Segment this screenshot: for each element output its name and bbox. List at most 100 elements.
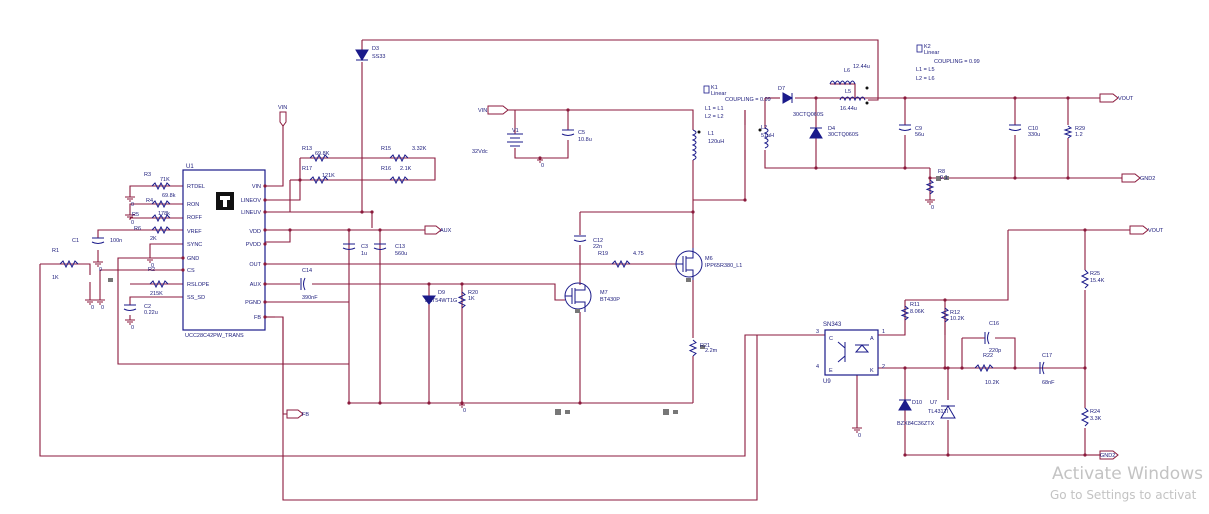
ref-r2: R2 [148, 267, 155, 273]
u1-pin-cs: CS [187, 268, 195, 274]
ref-r25: R25 [1090, 271, 1100, 277]
u1-pin-fb: FB [254, 315, 261, 321]
ground-icon: 0 [93, 261, 103, 273]
resistor-r20 [457, 291, 467, 309]
u9-pin1: 1 [882, 329, 885, 335]
net-vout-1: VOUT [1118, 96, 1134, 102]
ref-c12: C12 [593, 238, 603, 244]
junction-dot [946, 453, 950, 457]
u9-pin4: 4 [816, 364, 819, 370]
value-c1: 100n [110, 238, 122, 244]
ref-c17: C17 [1042, 353, 1052, 359]
u1-pin-rtdel: RTDEL [187, 184, 205, 190]
ground-label: 0 [463, 408, 466, 414]
ground-icon: 0 [125, 196, 135, 208]
resistor-r11 [900, 305, 910, 321]
wires [39, 39, 1140, 501]
junction-dot [378, 401, 382, 405]
value-d9: BAT54WT1G [425, 298, 457, 304]
value-c10: 330u [1028, 132, 1040, 138]
ref-r20: R20 [468, 290, 478, 296]
value-m6: IPP65R380_L1 [705, 263, 742, 269]
ref-r4: R4 [146, 198, 153, 204]
resistor-r3 [151, 181, 171, 191]
u1-pin-lineuv: LINEUV [241, 210, 261, 216]
junction-dot [360, 210, 364, 214]
value-r13: 69.8K [315, 151, 330, 157]
junction-dot [427, 282, 431, 286]
value-m7: BT430P [600, 297, 620, 303]
port-vin-top [279, 111, 287, 127]
value-r1: 1K [52, 275, 59, 281]
resistor-r13 [309, 153, 329, 163]
junction-dot [743, 198, 747, 202]
u1-pin-pgnd: PGND [245, 300, 261, 306]
junction-dot [263, 315, 267, 319]
u1-ref: U1 [186, 164, 194, 170]
ref-r16: R16 [381, 166, 391, 172]
value-r2: 215K [150, 291, 163, 297]
ground-icon: 0 [145, 257, 155, 269]
net-gnd2-1: GND2 [1140, 176, 1155, 182]
resistor-r15 [389, 153, 409, 163]
u9-led-icon [854, 344, 870, 353]
resistor-r2 [149, 279, 169, 289]
port-vin-src [487, 105, 509, 115]
resistor-r17 [309, 175, 329, 185]
value-d4: 30CTQ060S [828, 132, 859, 138]
junction-dot [263, 242, 267, 246]
u9-k: K [870, 368, 874, 374]
value-c12: 22n [593, 244, 602, 250]
value-r16: 2.1K [400, 166, 412, 172]
l2-k1: L2 = L2 [705, 114, 724, 120]
value-r5: 178k [158, 211, 170, 217]
ic-u9[interactable]: SN343 U9 3 4 1 2 C E A K [816, 322, 885, 385]
net-ports[interactable] [279, 93, 1149, 460]
ground-icon: 0 [95, 299, 105, 311]
value-r21: 2.2m [705, 348, 718, 354]
resistor-r29 [1063, 125, 1073, 139]
ic-u1[interactable]: U1 UCC28C42PW_TRANS RTDELRONROFFVREFSYNC… [182, 164, 266, 339]
junction-dot [946, 366, 950, 370]
u9-a: A [870, 336, 874, 342]
value-r29: 1.2 [1075, 132, 1083, 138]
ref-r11: R11 [910, 302, 920, 308]
value-l6: 12.44u [853, 64, 870, 70]
ref-r24: R24 [1090, 409, 1100, 415]
junction-dot [928, 176, 932, 180]
u9-ref: U9 [823, 379, 831, 385]
u1-pin-lineov: LINEOV [241, 198, 262, 204]
value-r24: 3.3K [1090, 416, 1102, 422]
value-c3: 1u [361, 251, 367, 257]
ref-r15: R15 [381, 146, 391, 152]
ref-c5: C5 [578, 130, 585, 136]
value-l2: 51uH [761, 133, 774, 139]
ground-label: 0 [931, 205, 934, 211]
value-c13: 560u [395, 251, 407, 257]
junction-dot [263, 228, 267, 232]
ground-icon: 0 [925, 199, 935, 211]
junction-dot [347, 228, 351, 232]
junction-dot [1013, 96, 1017, 100]
ref-l1: L1 [708, 131, 714, 137]
value-r3: 71K [160, 177, 170, 183]
ground-label: 0 [858, 433, 861, 439]
junction-dot [578, 401, 582, 405]
watermark-subtitle: Go to Settings to activat [1050, 488, 1197, 502]
net-gnd2-2: GND2 [1100, 453, 1115, 459]
resistor-r5 [151, 213, 171, 223]
junction-dot [903, 166, 907, 170]
junction-dot [903, 453, 907, 457]
junction-dot [1083, 453, 1087, 457]
ref-d9: D9 [438, 290, 445, 296]
u1-pin-roff: ROFF [187, 215, 203, 221]
value-c2: 0.22u [144, 310, 158, 316]
junction-dot [1083, 228, 1087, 232]
u1-logo [216, 192, 234, 210]
junction-dot [943, 298, 947, 302]
ref-r22: R22 [983, 353, 993, 359]
ref-c2: C2 [144, 304, 151, 310]
